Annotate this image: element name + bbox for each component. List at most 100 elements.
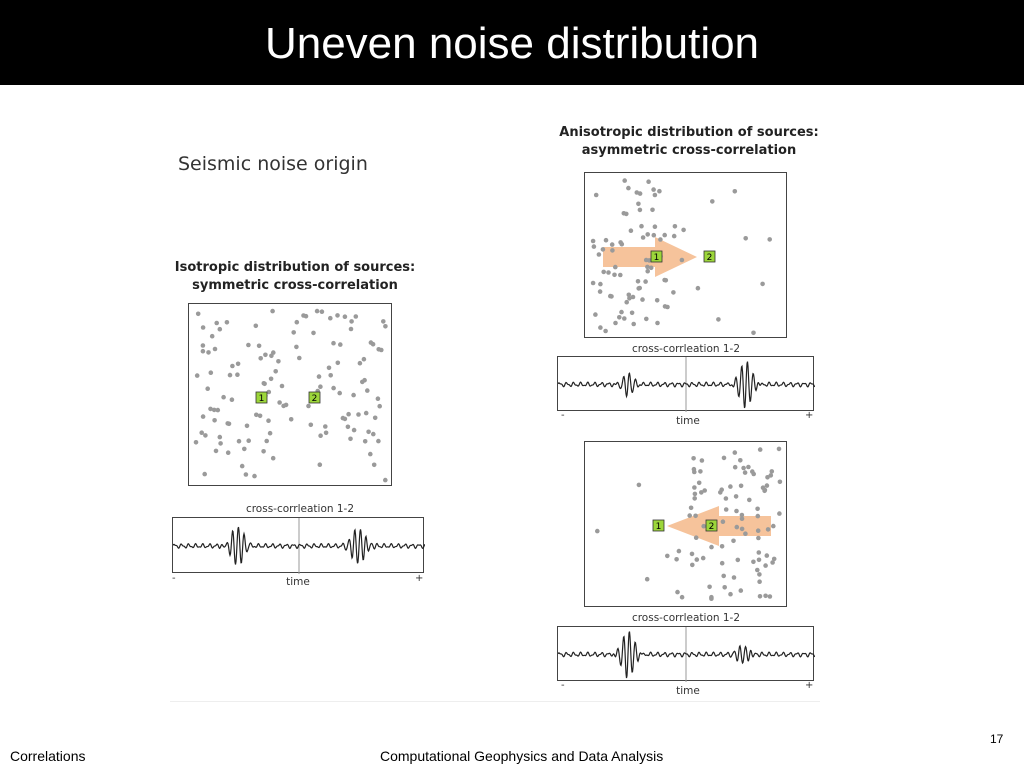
noise-source-dot: [651, 187, 656, 192]
station-2-marker: 2: [703, 250, 716, 263]
station-2-box: [705, 519, 718, 532]
noise-source-dot: [212, 418, 217, 423]
noise-source-dot: [768, 473, 774, 478]
noise-source-dot: [211, 407, 217, 413]
noise-source-dot: [273, 369, 278, 374]
noise-source-dot: [628, 228, 634, 233]
noise-source-dot: [751, 559, 756, 565]
noise-source-dot: [696, 480, 702, 486]
isotropic-dots-svg: 1 2: [193, 308, 388, 483]
noise-source-dot: [257, 413, 263, 419]
noise-source-dot: [721, 573, 726, 579]
noise-source-dot: [756, 535, 761, 541]
isotropic-plus: +: [415, 573, 424, 584]
anisotropic-sources-panel-b: 1 2: [584, 441, 787, 607]
noise-source-dot: [738, 458, 743, 463]
noise-source-dot: [757, 594, 763, 599]
noise-source-dot: [345, 424, 351, 430]
propagation-arrow-left: [667, 506, 771, 546]
noise-source-dot: [640, 297, 645, 302]
noise-source-dot: [626, 185, 631, 191]
noise-source-dot: [662, 232, 667, 238]
noise-source-dot: [679, 594, 685, 600]
noise-source-dot: [253, 323, 259, 329]
noise-source-dot: [270, 455, 276, 461]
station-2-box: [308, 391, 321, 404]
noise-source-dot: [372, 415, 378, 421]
noise-source-dot: [619, 241, 625, 247]
noise-source-dot: [326, 365, 332, 371]
noise-source-dot: [735, 557, 741, 563]
noise-source-dot: [323, 424, 328, 429]
panel-a-svg: 1 2: [590, 178, 772, 336]
noise-source-dot: [328, 373, 333, 378]
noise-source-dot: [662, 304, 668, 309]
noise-source-dot: [640, 235, 646, 240]
noise-source-dot: [695, 285, 701, 291]
noise-source-dot: [281, 403, 286, 409]
noise-source-dot: [348, 436, 353, 442]
noise-source-dot: [699, 490, 704, 495]
noise-source-dot: [630, 294, 636, 300]
noise-source-dot: [225, 450, 231, 455]
noise-source-dot: [376, 347, 381, 352]
noise-source-dot: [672, 224, 678, 229]
noise-source-dot: [751, 471, 756, 477]
noise-source-dot: [636, 482, 642, 488]
noise-source-dot: [698, 469, 703, 474]
noise-source-dot: [770, 560, 775, 565]
panel-a-minus: -: [561, 410, 565, 421]
noise-source-dot: [701, 523, 706, 529]
noise-source-dot: [732, 450, 738, 455]
noise-source-dot: [377, 403, 382, 409]
noise-source-dot: [225, 421, 230, 426]
noise-source-dot: [707, 584, 712, 590]
noise-source-dot: [335, 313, 340, 318]
station-1-label: 1: [259, 394, 265, 404]
noise-source-dot: [742, 470, 748, 475]
noise-source-dot: [331, 340, 336, 346]
noise-source-dot: [723, 507, 729, 512]
noise-source-dot: [264, 438, 269, 444]
noise-source-dot: [655, 320, 660, 326]
source-dots: [590, 178, 772, 336]
noise-source-dot: [213, 448, 219, 454]
panel-b-trace-label: cross-corrleation 1-2: [631, 612, 741, 624]
noise-source-dot: [308, 422, 314, 428]
noise-source-dot: [690, 562, 695, 568]
noise-source-dot: [738, 483, 744, 489]
noise-source-dot: [202, 471, 207, 477]
noise-source-dot: [200, 343, 206, 348]
noise-source-dot: [323, 430, 329, 436]
noise-source-dot: [755, 506, 760, 512]
noise-source-dot: [757, 579, 762, 584]
noise-source-dot: [356, 412, 361, 417]
cross-correlation-waveform: [173, 526, 425, 565]
noise-source-dot: [591, 244, 597, 249]
noise-source-dot: [208, 370, 214, 375]
noise-source-dot: [765, 527, 771, 532]
footer-left: Correlations: [10, 748, 86, 764]
noise-source-dot: [777, 511, 782, 516]
noise-source-dot: [357, 360, 363, 366]
noise-source-dot: [383, 324, 388, 329]
noise-source-dot: [263, 352, 268, 358]
noise-source-dot: [657, 188, 662, 194]
noise-source-dot: [764, 483, 770, 488]
noise-source-dot: [688, 505, 694, 511]
station-1-box: [650, 250, 663, 263]
station-2-marker: 2: [308, 391, 321, 404]
noise-source-dot: [349, 319, 354, 324]
noise-source-dot: [738, 588, 744, 593]
noise-source-dot: [731, 538, 736, 544]
noise-source-dot: [732, 464, 738, 470]
noise-source-dot: [608, 293, 613, 299]
noise-source-dot: [276, 359, 281, 364]
noise-source-dot: [757, 447, 763, 452]
noise-source-dot: [269, 353, 274, 359]
noise-source-dot: [622, 178, 627, 183]
noise-source-dot: [671, 290, 676, 295]
noise-source-dot: [235, 361, 241, 367]
noise-source-dot: [208, 406, 213, 412]
isotropic-trace-box: [172, 517, 425, 574]
